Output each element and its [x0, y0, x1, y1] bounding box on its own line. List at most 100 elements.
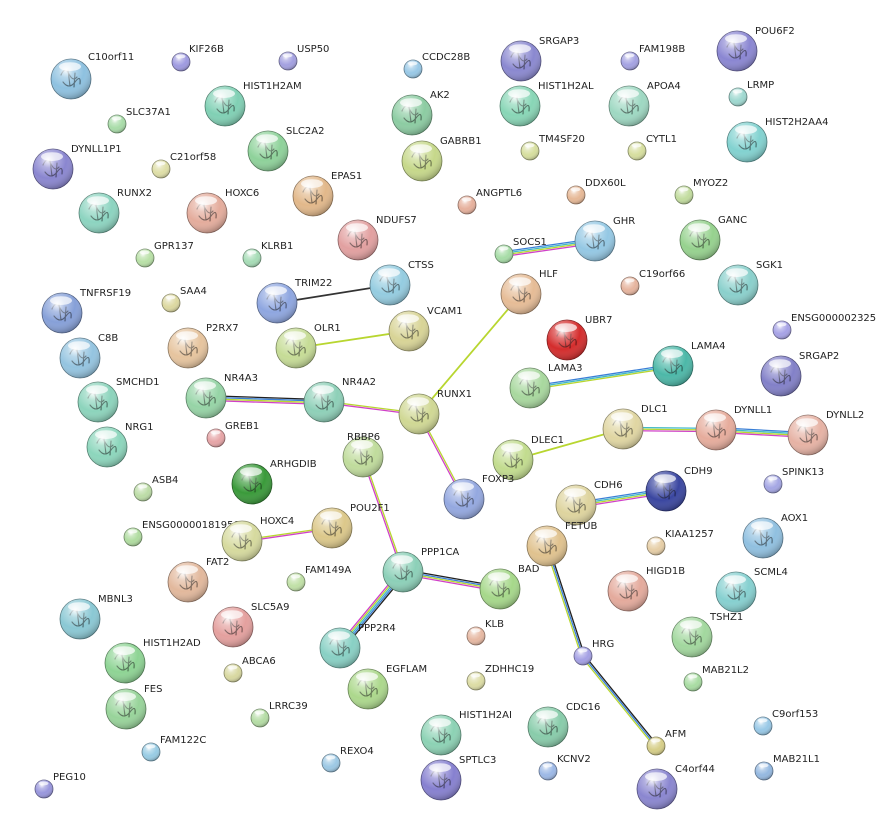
node-apoa4[interactable]: APOA4: [608, 81, 681, 127]
node-tnfrsf19[interactable]: TNFRSF19: [41, 288, 131, 334]
node-rbbp6[interactable]: RBBP6: [342, 432, 384, 478]
node-mbnl3[interactable]: MBNL3: [59, 594, 133, 640]
node-klrb1[interactable]: KLRB1: [242, 241, 293, 268]
node-dlc1[interactable]: DLC1: [602, 404, 668, 450]
node-myoz2[interactable]: MYOZ2: [674, 178, 728, 205]
node-slc37a1[interactable]: SLC37A1: [107, 107, 171, 134]
node-greb1[interactable]: GREB1: [206, 421, 259, 448]
node-peg10[interactable]: PEG10: [34, 772, 86, 799]
node-c9orf153[interactable]: C9orf153: [753, 709, 818, 736]
node-ak2[interactable]: AK2: [391, 90, 450, 136]
node-c21orf58[interactable]: C21orf58: [151, 152, 216, 179]
node-abca6[interactable]: ABCA6: [223, 656, 276, 683]
node-sptlc3[interactable]: SPTLC3: [420, 755, 496, 801]
node-trim22[interactable]: TRIM22: [256, 278, 332, 324]
node-hist1h2ad[interactable]: HIST1H2AD: [104, 638, 201, 684]
node-srgap3[interactable]: SRGAP3: [500, 36, 579, 82]
node-angptl6[interactable]: ANGPTL6: [457, 188, 522, 215]
node-ghr[interactable]: GHR: [574, 216, 635, 262]
node-lama3[interactable]: LAMA3: [509, 363, 582, 409]
node-slc2a2[interactable]: SLC2A2: [247, 126, 324, 172]
node-dynll2[interactable]: DYNLL2: [787, 410, 864, 456]
node-tshz1[interactable]: TSHZ1: [671, 612, 743, 658]
node-hist1h2al[interactable]: HIST1H2AL: [499, 81, 594, 127]
node-hoxc4[interactable]: HOXC4: [221, 516, 294, 562]
node-ddx60l[interactable]: DDX60L: [566, 178, 626, 205]
node-vcam1[interactable]: VCAM1: [388, 306, 463, 352]
node-kif26b[interactable]: KIF26B: [171, 44, 224, 72]
node-scml4[interactable]: SCML4: [715, 567, 788, 613]
node-egflam[interactable]: EGFLAM: [347, 664, 427, 710]
node-bad[interactable]: BAD: [479, 564, 540, 610]
node-smchd1[interactable]: SMCHD1: [77, 377, 160, 423]
node-afm[interactable]: AFM: [646, 729, 686, 756]
node-asb4[interactable]: ASB4: [133, 475, 178, 502]
node-ganc[interactable]: GANC: [679, 215, 747, 261]
node-kiaa1257[interactable]: KIAA1257: [646, 529, 714, 556]
node-runx1[interactable]: RUNX1: [398, 389, 472, 435]
node-tm4sf20[interactable]: TM4SF20: [520, 134, 585, 161]
node-cdc16[interactable]: CDC16: [527, 702, 600, 748]
node-hist1h2am[interactable]: HIST1H2AM: [204, 81, 302, 127]
node-ctss[interactable]: CTSS: [369, 260, 434, 306]
node-fat2[interactable]: FAT2: [167, 557, 229, 603]
node-slc5a9[interactable]: SLC5A9: [212, 602, 289, 648]
node-rexo4[interactable]: REXO4: [321, 746, 374, 773]
node-mab21l2[interactable]: MAB21L2: [683, 665, 749, 692]
node-ensg000002325[interactable]: ENSG000002325: [772, 313, 876, 340]
node-dynll1p1[interactable]: DYNLL1P1: [32, 144, 122, 190]
node-c10orf11[interactable]: C10orf11: [50, 52, 134, 100]
node-ndufs7[interactable]: NDUFS7: [337, 215, 417, 261]
node-fam149a[interactable]: FAM149A: [286, 565, 351, 592]
node-mab21l1[interactable]: MAB21L1: [754, 754, 820, 781]
node-hrg[interactable]: HRG: [573, 639, 614, 666]
node-hoxc6[interactable]: HOXC6: [186, 188, 259, 234]
node-zdhhc19[interactable]: ZDHHC19: [466, 664, 534, 691]
node-fam122c[interactable]: FAM122C: [141, 735, 206, 762]
node-klb[interactable]: KLB: [466, 619, 504, 646]
node-ensg00000181950[interactable]: ENSG00000181950: [123, 520, 240, 547]
node-arhgdib[interactable]: ARHGDIB: [231, 459, 317, 505]
node-usp50[interactable]: USP50: [278, 44, 329, 71]
node-runx2[interactable]: RUNX2: [78, 188, 152, 234]
node-foxp3[interactable]: FOXP3: [443, 474, 514, 520]
node-lama4[interactable]: LAMA4: [652, 341, 725, 387]
node-spink13[interactable]: SPINK13: [763, 467, 824, 494]
node-ppp2r4[interactable]: PPP2R4: [319, 623, 396, 669]
node-ppp1ca[interactable]: PPP1CA: [382, 547, 459, 593]
node-higd1b[interactable]: HIGD1B: [607, 566, 685, 612]
node-gpr137[interactable]: GPR137: [135, 241, 194, 268]
node-c8b[interactable]: C8B: [59, 333, 118, 379]
node-lrrc39[interactable]: LRRC39: [250, 701, 308, 728]
node-cdh9[interactable]: CDH9: [645, 466, 713, 512]
node-aox1[interactable]: AOX1: [742, 513, 808, 559]
node-kcnv2[interactable]: KCNV2: [538, 754, 591, 781]
node-fam198b[interactable]: FAM198B: [620, 44, 685, 71]
node-c4orf44[interactable]: C4orf44: [636, 764, 715, 810]
node-saa4[interactable]: SAA4: [161, 286, 207, 313]
node-ccdc28b[interactable]: CCDC28B: [403, 52, 470, 79]
node-cytl1[interactable]: CYTL1: [627, 134, 677, 161]
node-dlec1[interactable]: DLEC1: [492, 435, 564, 481]
node-pou6f2[interactable]: POU6F2: [716, 26, 795, 72]
node-lrmp[interactable]: LRMP: [728, 80, 774, 107]
node-ubr7[interactable]: UBR7: [546, 315, 613, 361]
node-sgk1[interactable]: SGK1: [717, 260, 783, 306]
node-fetub[interactable]: FETUB: [526, 521, 597, 567]
node-hlf[interactable]: HLF: [500, 269, 558, 315]
node-dynll1[interactable]: DYNLL1: [695, 405, 772, 451]
node-nr4a3[interactable]: NR4A3: [185, 373, 258, 419]
node-cdh6[interactable]: CDH6: [555, 480, 623, 526]
node-hist2h2aa4[interactable]: HIST2H2AA4: [726, 117, 829, 163]
node-hist1h2ai[interactable]: HIST1H2AI: [420, 710, 512, 756]
node-srgap2[interactable]: SRGAP2: [760, 351, 839, 397]
node-pou2f1[interactable]: POU2F1: [311, 503, 390, 549]
node-fes[interactable]: FES: [105, 684, 162, 730]
node-epas1[interactable]: EPAS1: [292, 171, 362, 217]
node-olr1[interactable]: OLR1: [275, 323, 341, 369]
node-nrg1[interactable]: NRG1: [86, 422, 154, 468]
node-c19orf66[interactable]: C19orf66: [620, 269, 685, 296]
node-p2rx7[interactable]: P2RX7: [167, 323, 239, 369]
node-nr4a2[interactable]: NR4A2: [303, 377, 376, 423]
node-gabrb1[interactable]: GABRB1: [401, 136, 482, 182]
